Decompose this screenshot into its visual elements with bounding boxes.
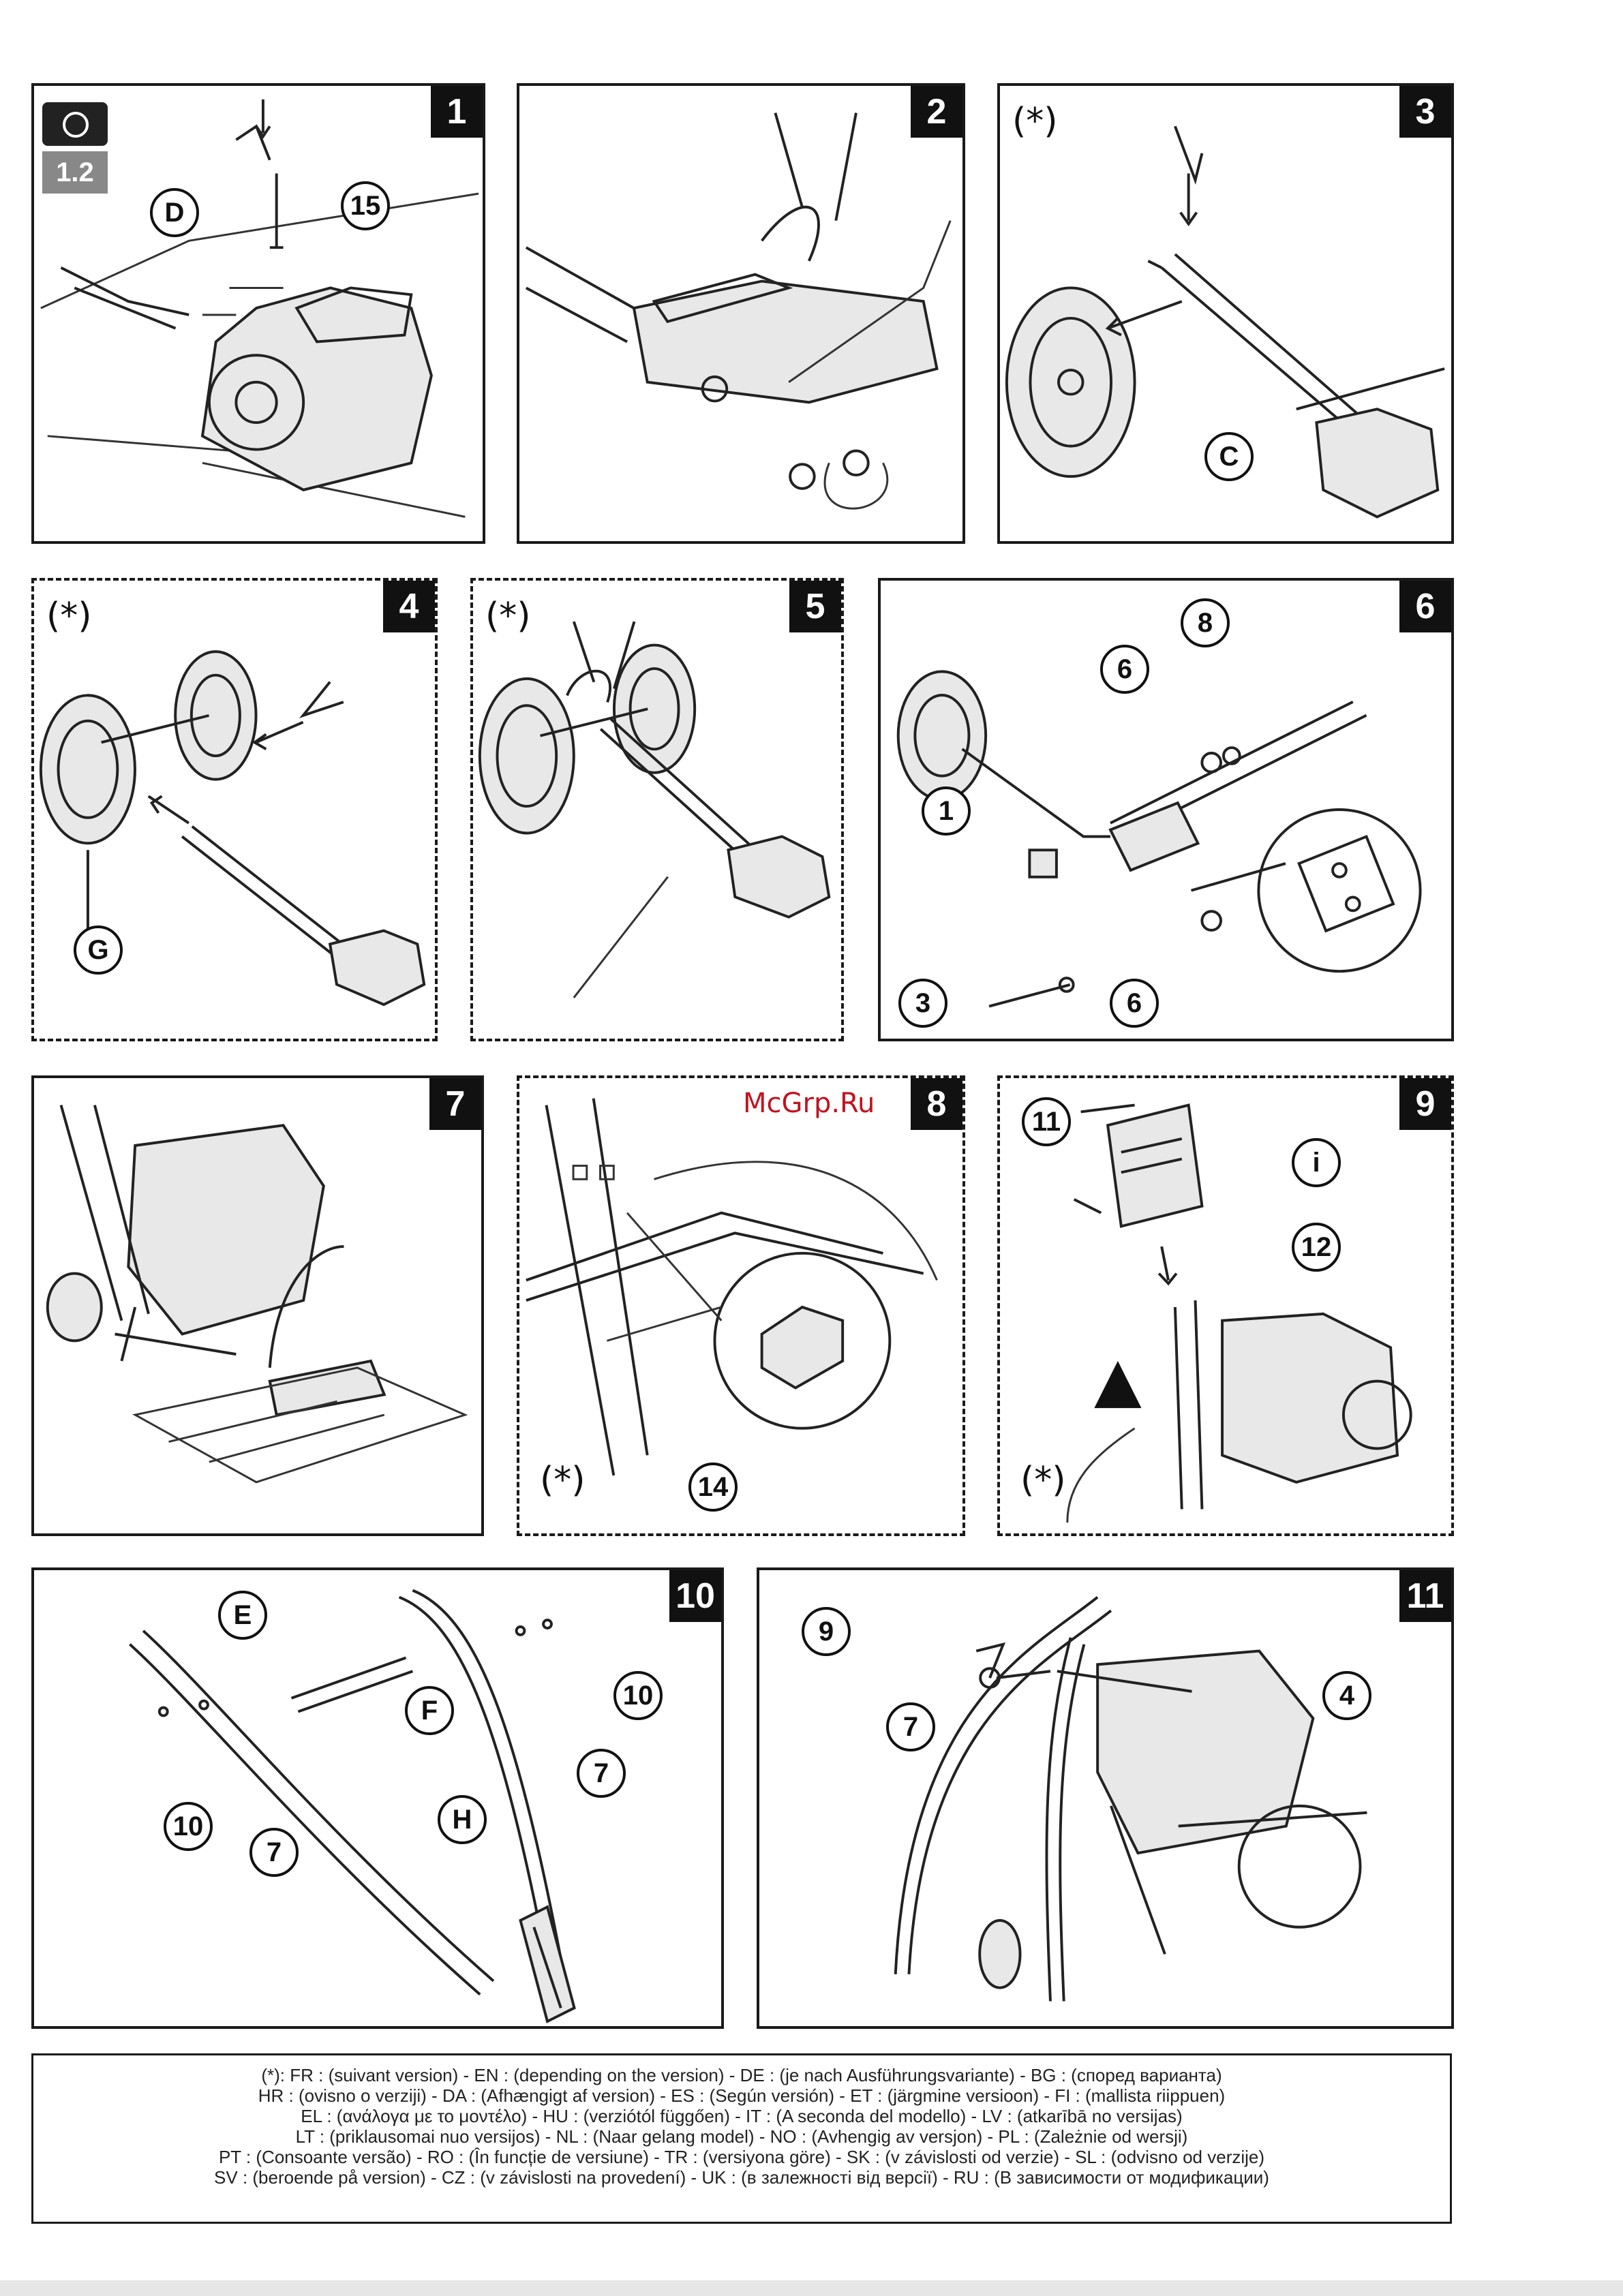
step-11-illustration — [894, 1595, 1367, 2002]
legend-line: (*): FR : (suivant version) - EN : (depe… — [261, 2065, 1222, 2085]
legend-line: HR : (ovisno o verziji) - DA : (Afhængig… — [258, 2085, 1226, 2106]
callout-11: 11 — [1022, 1097, 1071, 1146]
reference-badge: 1.2 — [42, 151, 108, 194]
step-number: 1 — [431, 86, 483, 138]
callout-4: 4 — [1322, 1671, 1371, 1720]
step-5-illustration — [478, 621, 831, 998]
callout-7: 7 — [886, 1702, 935, 1751]
step-panel-8: (*) 8 14 — [517, 1075, 965, 1536]
callout-i: i — [1292, 1138, 1341, 1187]
step-panel-3: (*) 3 C — [997, 83, 1454, 544]
callout-G: G — [74, 925, 123, 975]
callout-7-left: 7 — [249, 1828, 299, 1877]
callout-D: D — [150, 188, 199, 237]
step-2-illustration — [525, 112, 952, 510]
callout-10-right: 10 — [613, 1671, 663, 1720]
step-number: 5 — [789, 581, 841, 632]
step-9-illustration — [1066, 1103, 1412, 1523]
callout-E: E — [218, 1591, 267, 1640]
camera-icon — [42, 102, 108, 146]
callout-6-top: 6 — [1100, 645, 1149, 694]
legend-line: SV : (beroende på version) - CZ : (v záv… — [214, 2167, 1269, 2188]
step-4-illustration — [39, 650, 426, 1007]
callout-3: 3 — [898, 979, 947, 1028]
legend-line: PT : (Consoante versão) - RO : (În funcț… — [218, 2147, 1265, 2167]
step-panel-2: 2 — [517, 83, 965, 544]
callout-9: 9 — [802, 1607, 851, 1656]
optional-marker: (*) — [1020, 1460, 1066, 1501]
callout-15: 15 — [341, 181, 390, 230]
step-panel-10: 10 E F 10 7 10 7 H — [31, 1567, 724, 2029]
step-10-illustration — [129, 1589, 576, 2023]
step-7-illustration — [46, 1105, 468, 1484]
step-number: 6 — [1399, 581, 1451, 632]
version-legend: (*): FR : (suivant version) - EN : (depe… — [31, 2053, 1452, 2224]
legend-line: LT : (priklausomai nuo versijos) - NL : … — [295, 2126, 1188, 2147]
step-number: 3 — [1399, 86, 1451, 138]
step-panel-11: 11 9 7 4 — [757, 1567, 1454, 2029]
callout-F: F — [405, 1686, 454, 1735]
callout-7-right: 7 — [577, 1749, 626, 1798]
step-panel-1: 1.2 1 D 15 — [31, 83, 485, 544]
watermark: McGrp.Ru — [743, 1088, 875, 1119]
optional-marker: (*) — [1012, 101, 1058, 142]
optional-marker: (*) — [46, 596, 92, 637]
step-8-illustration — [526, 1098, 938, 1476]
step-number: 8 — [911, 1078, 962, 1130]
callout-14: 14 — [688, 1463, 738, 1512]
callout-1: 1 — [922, 786, 971, 836]
callout-C: C — [1204, 432, 1254, 481]
step-number: 4 — [383, 581, 435, 632]
step-number: 7 — [429, 1078, 481, 1130]
step-number: 10 — [669, 1570, 721, 1622]
step-number: 9 — [1399, 1078, 1451, 1130]
step-1-illustration — [40, 99, 479, 518]
optional-marker: (*) — [540, 1460, 586, 1501]
step-panel-4: (*) 4 G — [31, 578, 438, 1041]
step-panel-7: 7 — [31, 1075, 484, 1536]
callout-10-left: 10 — [164, 1802, 213, 1851]
callout-8: 8 — [1181, 598, 1230, 647]
optional-marker: (*) — [485, 596, 531, 637]
page-footer-strip — [0, 2280, 1623, 2296]
step-number: 11 — [1399, 1570, 1451, 1622]
step-number: 2 — [911, 86, 962, 138]
step-3-illustration — [1005, 125, 1445, 519]
step-6-illustration — [896, 670, 1422, 1008]
callout-6-bottom: 6 — [1110, 979, 1159, 1028]
step-panel-5: (*) 5 — [470, 578, 844, 1041]
legend-line: EL : (ανάλογα με το μοντέλο) - HU : (ver… — [301, 2106, 1183, 2126]
step-panel-6: 6 8 6 1 3 6 — [878, 578, 1454, 1041]
callout-H: H — [438, 1795, 487, 1844]
step-panel-9: (*) 9 11 i 12 — [997, 1075, 1454, 1536]
callout-12: 12 — [1292, 1223, 1341, 1272]
